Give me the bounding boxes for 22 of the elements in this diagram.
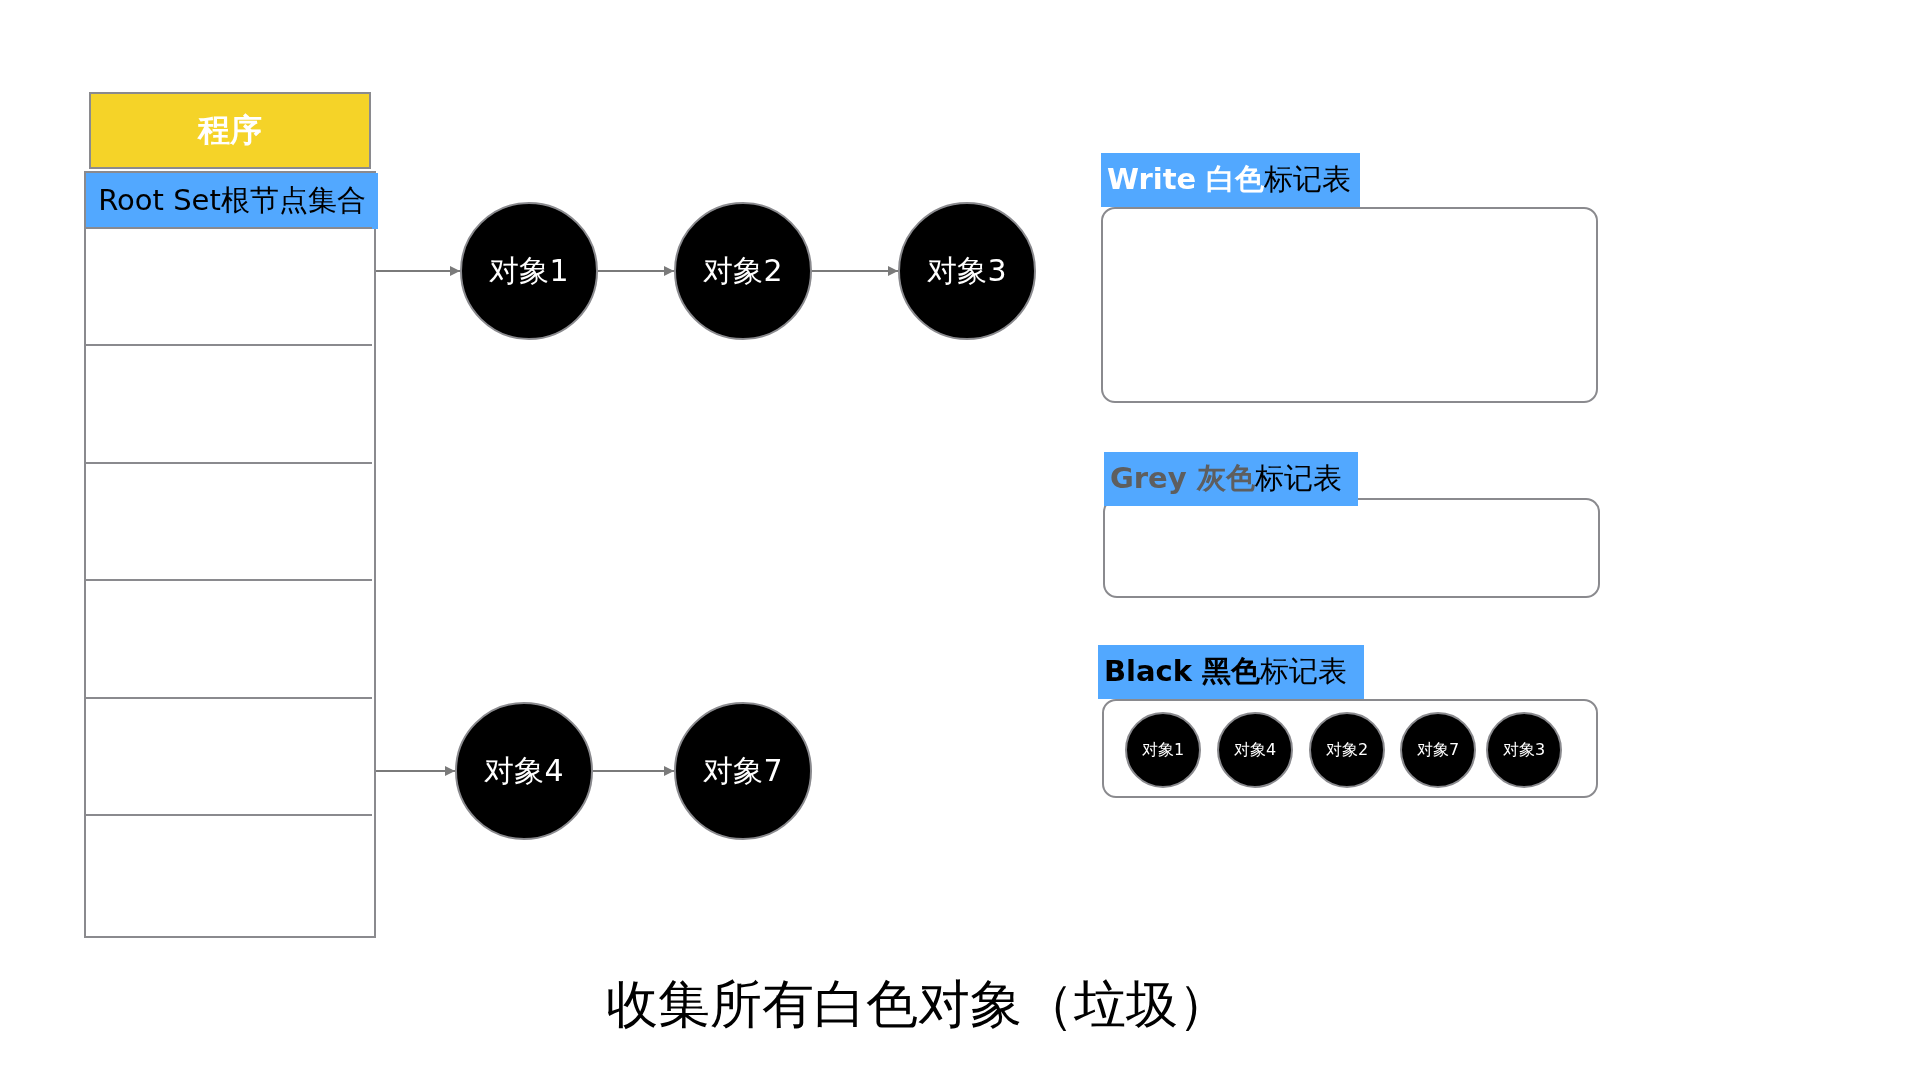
object-circle: 对象3 xyxy=(898,202,1036,340)
arrow xyxy=(811,266,899,276)
arrow xyxy=(597,266,675,276)
object-circle: 对象7 xyxy=(674,702,812,840)
object-circle: 对象3 xyxy=(1486,712,1562,788)
arrow xyxy=(375,766,456,776)
table-header: Grey 灰色标记表 xyxy=(1104,452,1358,506)
object-circle: 对象2 xyxy=(1309,712,1385,788)
root-set-table xyxy=(84,171,376,938)
object-circle: 对象1 xyxy=(1125,712,1201,788)
table-header: Write 白色标记表 xyxy=(1101,153,1360,207)
object-circle: 对象1 xyxy=(460,202,598,340)
table-header: Root Set根节点集合 xyxy=(86,173,378,229)
arrow xyxy=(375,266,461,276)
object-circle: 对象4 xyxy=(1217,712,1293,788)
arrow xyxy=(592,766,675,776)
table-header: Black 黑色标记表 xyxy=(1098,645,1364,699)
caption: 收集所有白色对象（垃圾） xyxy=(606,973,1230,1036)
object-circle: 对象7 xyxy=(1400,712,1476,788)
object-circle: 对象4 xyxy=(455,702,593,840)
object-circle: 对象2 xyxy=(674,202,812,340)
program-box: 程序 xyxy=(89,92,371,169)
